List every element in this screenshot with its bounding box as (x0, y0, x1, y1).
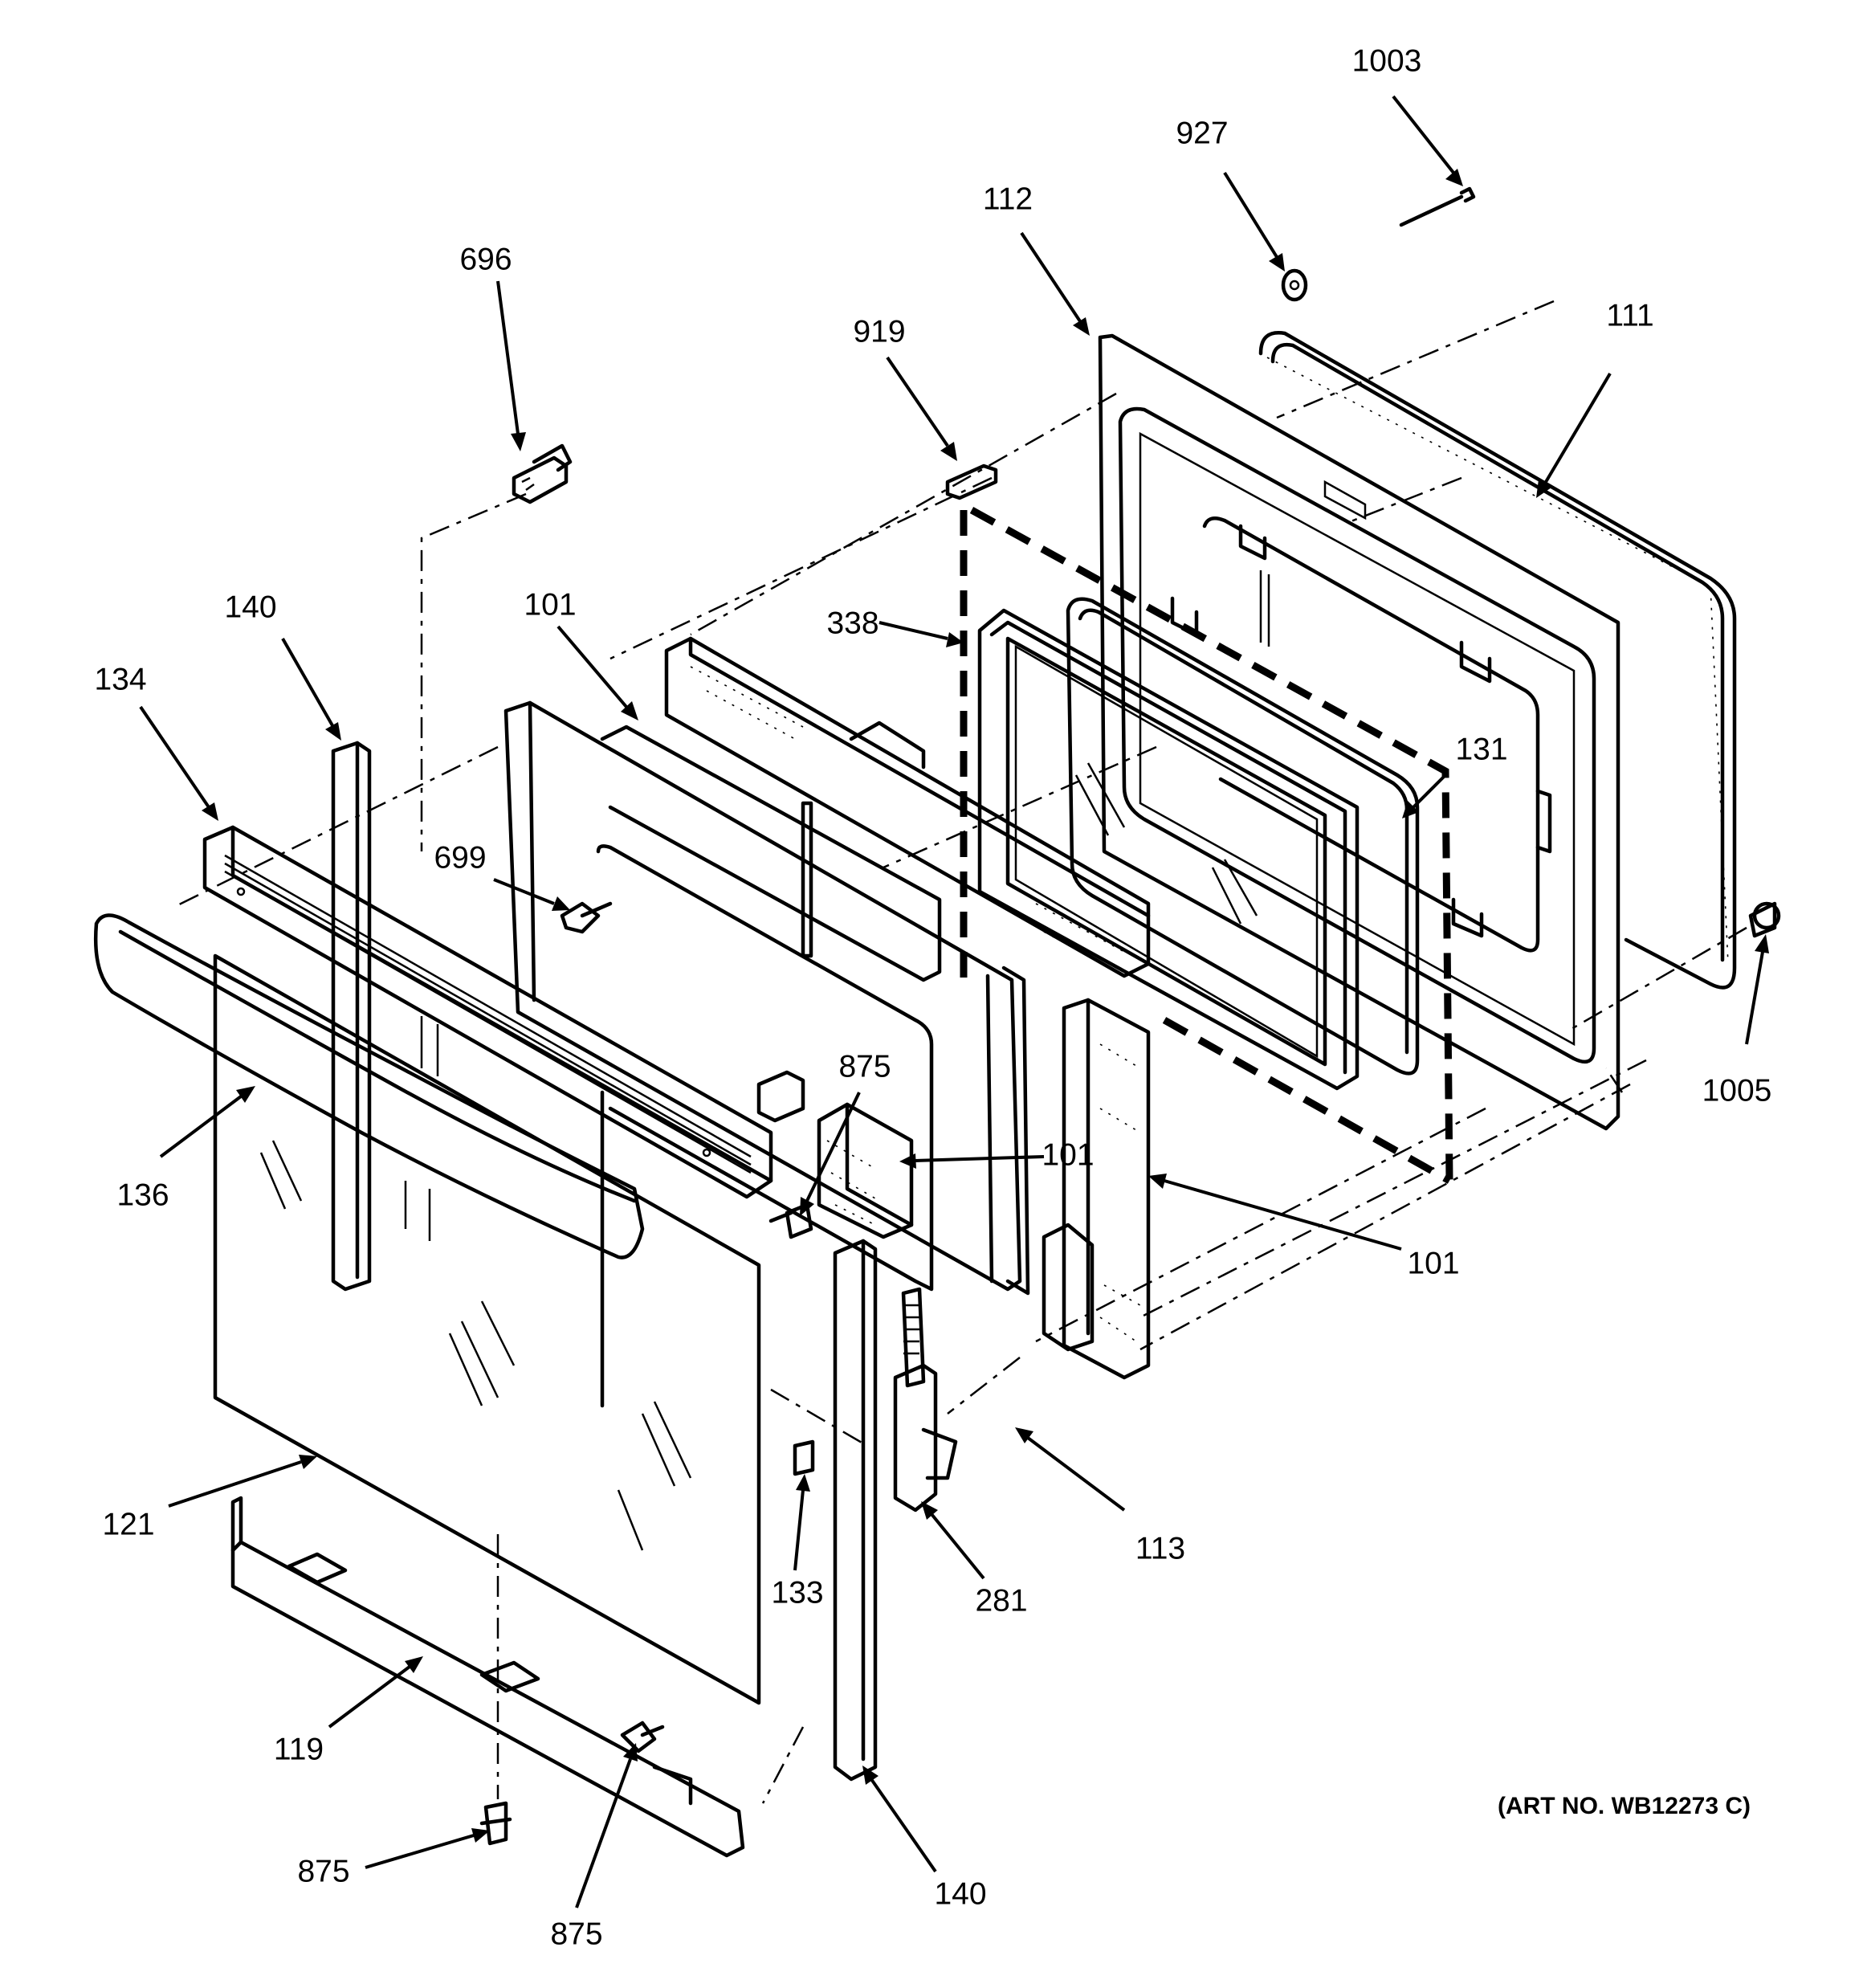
callout-113: 113 (1135, 1531, 1185, 1565)
screw-875-lower-right (620, 1721, 665, 1753)
screw-875-lower-left (479, 1801, 512, 1846)
insulation-small (756, 1070, 914, 1239)
callout-131: 131 (1455, 732, 1507, 766)
leader-lines (139, 95, 1769, 1908)
window-gasket (1066, 597, 1420, 1076)
callout-338: 338 (826, 606, 879, 640)
vent-trim (202, 825, 773, 1199)
callout-labels: 1003 927 112 111 919 696 338 101 140 134… (94, 43, 1771, 1951)
hinge-channel-left (331, 741, 439, 1292)
callout-1005: 1005 (1702, 1073, 1772, 1108)
callout-136: 136 (116, 1178, 169, 1212)
callout-119: 119 (274, 1732, 324, 1766)
seal-dashed-outline (960, 507, 1453, 1184)
callout-133: 133 (771, 1575, 823, 1610)
callout-281: 281 (975, 1583, 1027, 1618)
insulation-upper (664, 636, 1151, 978)
outer-door-panel (1098, 333, 1620, 1131)
assembly-guide-lines (172, 300, 1747, 1804)
callout-927: 927 (1176, 116, 1228, 150)
bottom-bracket (230, 1496, 745, 1858)
art-number: (ART NO. WB12273 C) (1498, 1793, 1751, 1819)
inner-window-frame (1170, 516, 1552, 953)
callout-140-upper: 140 (224, 590, 276, 624)
callout-696: 696 (459, 242, 512, 276)
screw-1005 (1748, 901, 1781, 938)
callout-101-lower: 101 (1407, 1246, 1459, 1280)
screw-1003 (1399, 186, 1476, 227)
door-hinge (893, 1287, 958, 1512)
screw-699 (560, 901, 613, 934)
callout-919: 919 (853, 314, 905, 349)
callout-140-lower: 140 (934, 1876, 986, 1911)
callout-875-upper: 875 (838, 1049, 891, 1084)
door-gasket (1258, 331, 1737, 990)
door-handle (93, 913, 645, 1259)
callout-121: 121 (102, 1507, 154, 1541)
insulation-side-right (1042, 998, 1151, 1380)
callout-134: 134 (94, 662, 146, 696)
small-clip (793, 1439, 815, 1476)
inner-door-liner (503, 700, 1030, 1408)
callout-111: 111 (1606, 298, 1653, 333)
callout-1003: 1003 (1352, 43, 1422, 78)
callout-875-lower-left: 875 (297, 1854, 349, 1888)
callout-112: 112 (983, 182, 1033, 216)
callout-699: 699 (434, 840, 486, 875)
inner-side-frame (600, 725, 942, 982)
outer-glass-panel (213, 953, 761, 1705)
washer-927 (1281, 268, 1308, 302)
screw-919 (945, 463, 998, 500)
callout-101-upper: 101 (524, 587, 576, 622)
hinge-channel-right (833, 1239, 878, 1782)
callout-875-lower-right: 875 (550, 1917, 602, 1951)
screw-696 (512, 443, 573, 504)
callout-101-middle: 101 (1042, 1137, 1094, 1172)
